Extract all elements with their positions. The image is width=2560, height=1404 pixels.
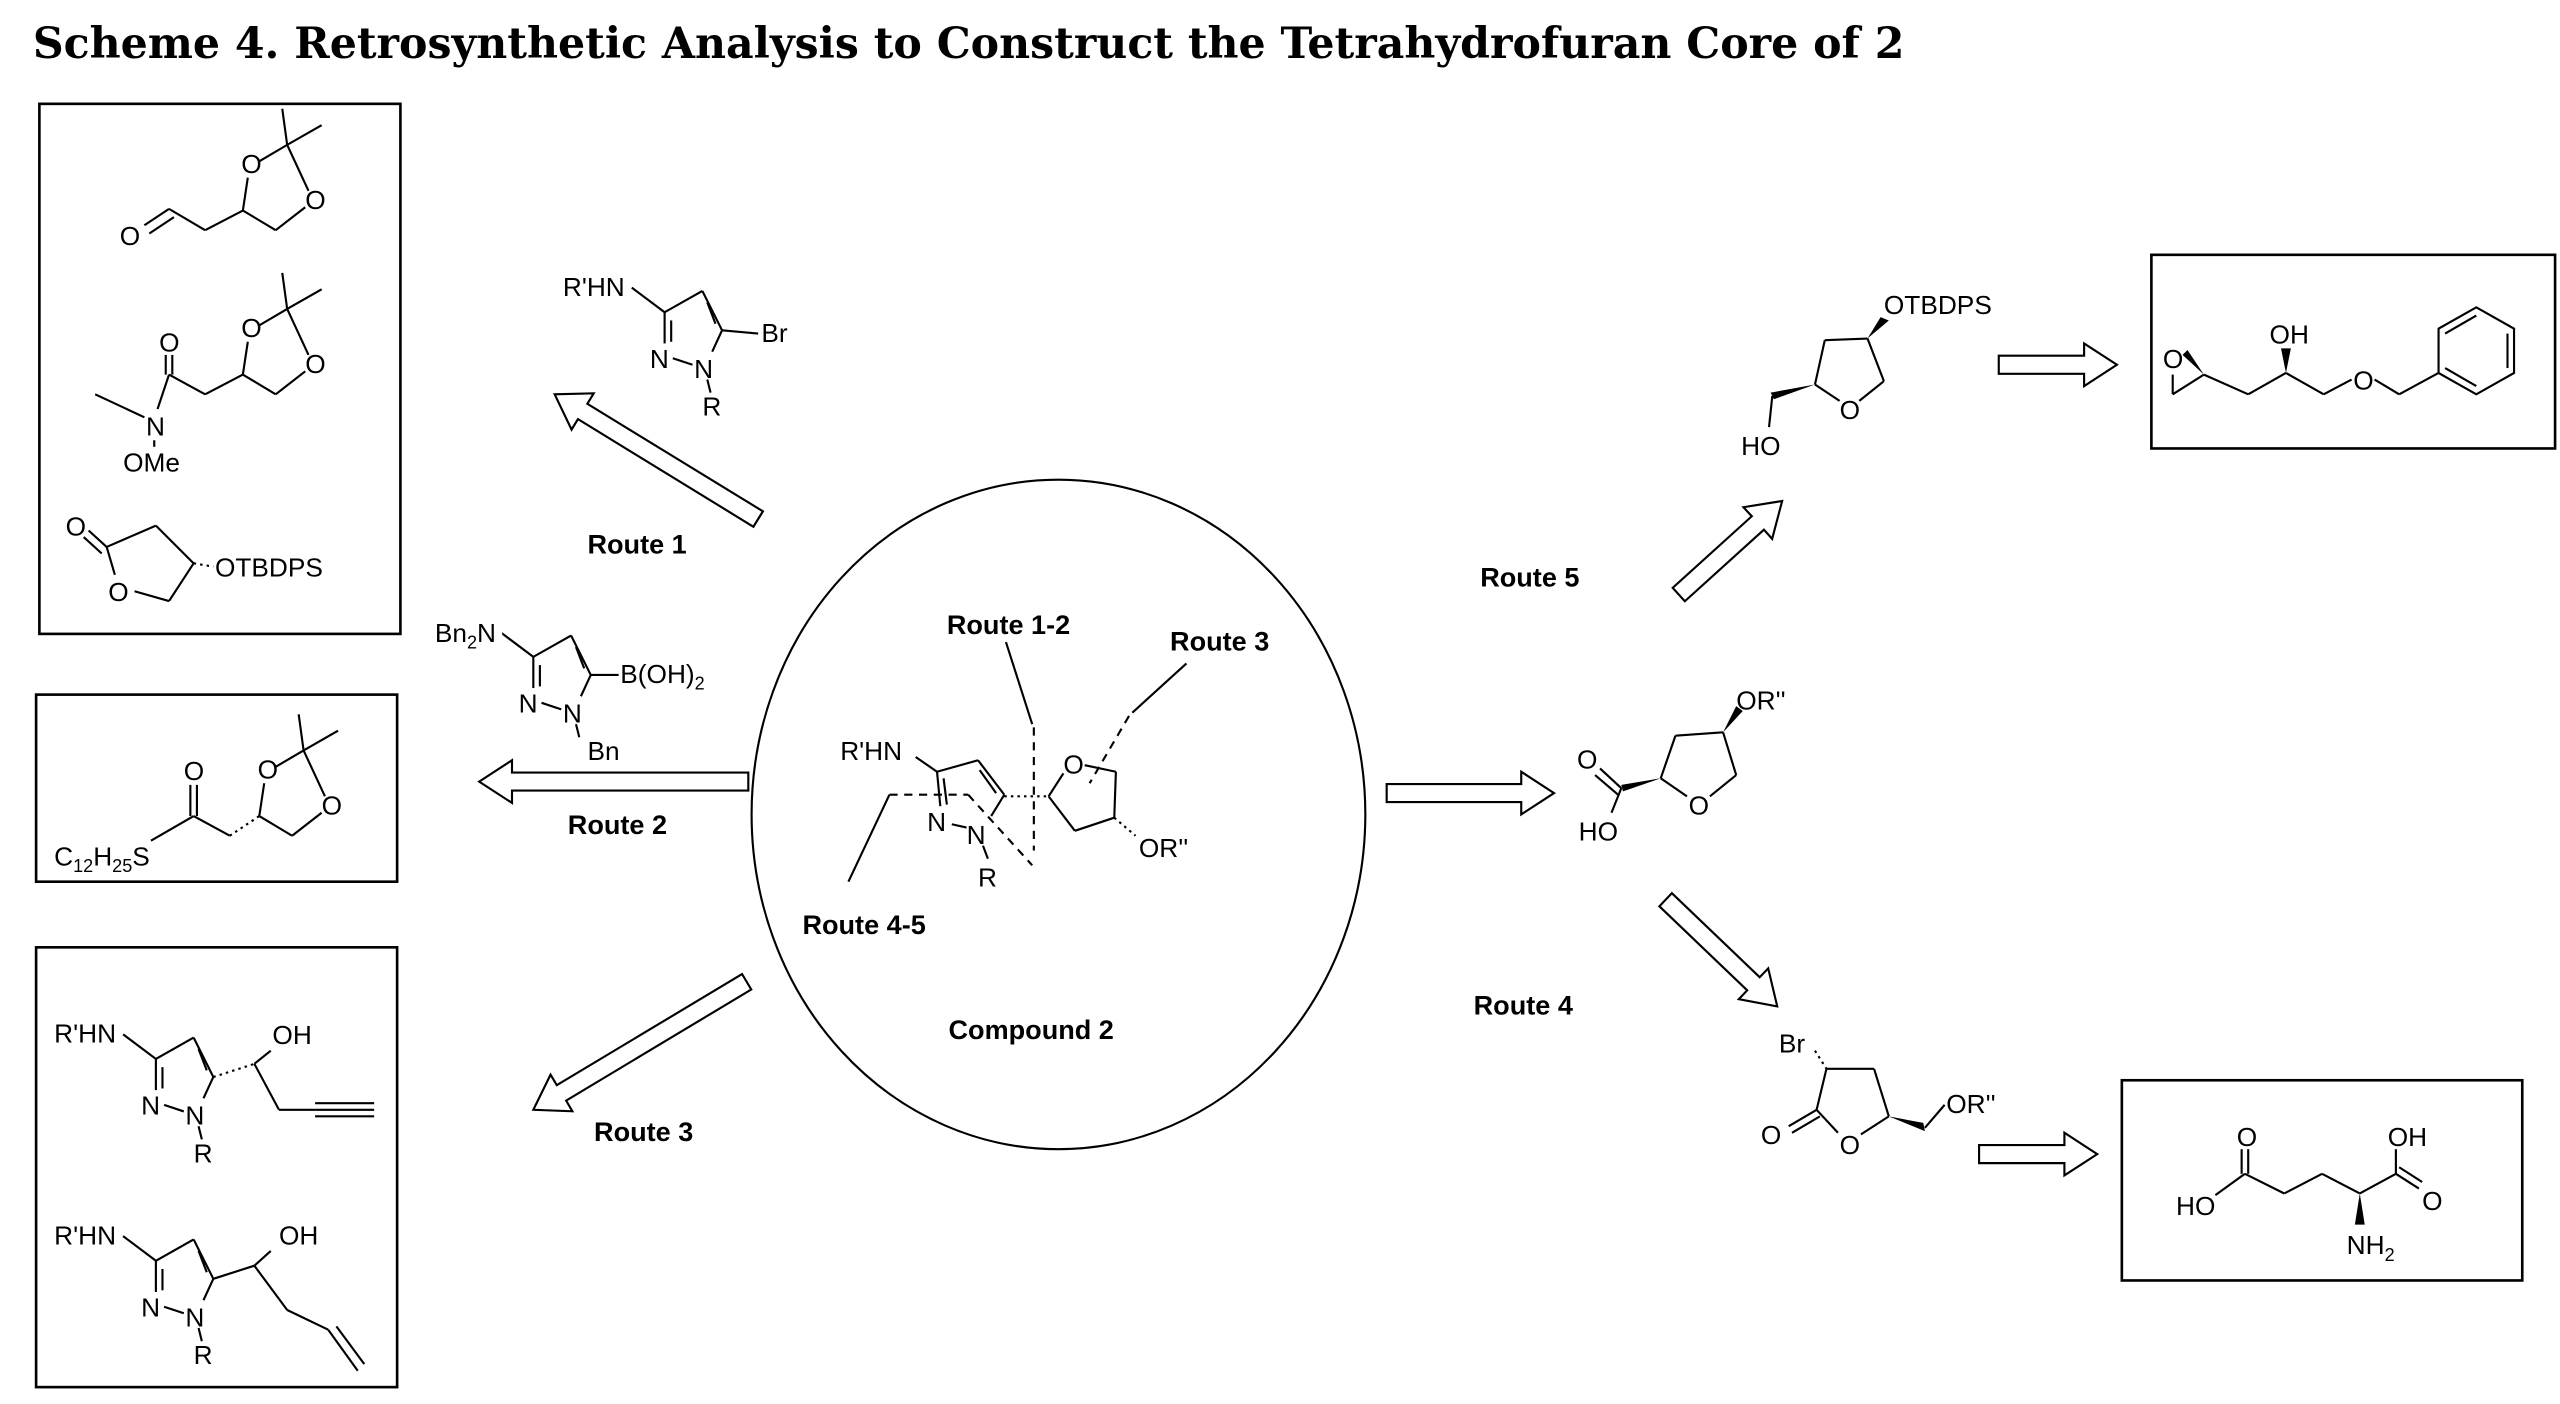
- route-2-arrow: [477, 758, 750, 805]
- bn2n-label: Bn2N: [435, 618, 496, 653]
- atom-label: R: [702, 392, 721, 422]
- atom-label: O: [66, 511, 86, 541]
- atom-label: O: [241, 149, 261, 179]
- disconnection-route-1-2: Route 1-2: [947, 609, 1070, 640]
- route-5-label: Route 5: [1480, 561, 1579, 592]
- atom-label: OH: [2270, 319, 2309, 349]
- atom-label: O: [120, 221, 140, 251]
- atom-label: O: [1577, 744, 1597, 774]
- route-4-label: Route 4: [1474, 990, 1573, 1021]
- compound-2-circle: Route 1-2 Route 3 R'HN N N R O OR'' Rout…: [750, 478, 1367, 1151]
- atom-label: O: [1840, 395, 1860, 425]
- starting-materials-box-c: R'HN N N R OH R'HN N N R OH: [34, 946, 399, 1389]
- bromo-pyrazole: R'HN N N R Br: [563, 272, 788, 422]
- lactone-otbdps: O O OTBDPS: [66, 511, 323, 607]
- atom-label: OH: [272, 1020, 311, 1050]
- atom-label: HO: [1741, 431, 1780, 461]
- atom-label: O: [2163, 344, 2183, 374]
- glutamic-acid-box: HO O NH2 OH O: [2120, 1078, 2524, 1282]
- bromo-lactone: Br O O OR'': [1761, 1028, 1996, 1160]
- atom-label: O: [1063, 749, 1083, 779]
- route-4-arrow: [1657, 891, 1779, 1008]
- atom-label: N: [141, 1091, 160, 1121]
- starting-materials-box-a: O O O O O O N OMe: [38, 102, 402, 636]
- starting-materials-box-b: C12H25S O O O: [34, 693, 399, 884]
- aldehyde-dioxolane: O O O: [120, 107, 326, 251]
- atom-label: N: [650, 344, 669, 374]
- atom-label: O: [1840, 1130, 1860, 1160]
- atom-label: O: [1761, 1120, 1781, 1150]
- pyrazole-alkyne: R'HN N N R OH: [54, 1019, 375, 1168]
- retrosynthetic-arrows: [477, 341, 2119, 1178]
- nh2-label: NH2: [2347, 1230, 2395, 1265]
- boronic-acid-label: B(OH)2: [620, 659, 704, 694]
- atom-label: R: [194, 1340, 213, 1370]
- atom-label: Bn: [587, 736, 619, 766]
- atom-label: N: [967, 820, 986, 850]
- atom-label: O: [305, 185, 325, 215]
- atom-label: R'HN: [840, 736, 902, 766]
- atom-label: O: [2422, 1186, 2442, 1216]
- atom-label: Br: [761, 318, 788, 348]
- route-2-label: Route 2: [568, 809, 667, 840]
- scheme-title: Scheme 4. Retrosynthetic Analysis to Con…: [33, 19, 1905, 69]
- thf-carboxylic-acid: OR'' O O HO: [1577, 685, 1786, 846]
- atom-label: R: [978, 863, 997, 893]
- thf-otbdps-alcohol: OTBDPS O HO: [1741, 290, 1992, 461]
- atom-label: R'HN: [563, 272, 625, 302]
- atom-label: HO: [1579, 817, 1618, 847]
- route-3-arrow: [531, 972, 753, 1113]
- atom-label: O: [184, 756, 204, 786]
- atom-label: O: [1689, 790, 1709, 820]
- lactone-to-glutamic-arrow: [1978, 1130, 2100, 1178]
- atom-label: HO: [2176, 1191, 2215, 1221]
- atom-label: O: [305, 349, 325, 379]
- atom-label: O: [2237, 1122, 2257, 1152]
- atom-label: N: [185, 1302, 204, 1332]
- route-3-label: Route 3: [594, 1116, 693, 1147]
- epoxide-benzyl-ether-box: O OH O: [2150, 253, 2557, 450]
- atom-label: OR'': [1946, 1089, 1995, 1119]
- atom-label: N: [563, 699, 582, 729]
- route-1-label: Route 1: [587, 528, 686, 559]
- atom-label: R'HN: [54, 1019, 116, 1049]
- boronic-acid-pyrazole: Bn2N N N Bn B(OH)2: [426, 617, 705, 766]
- atom-label: OH: [279, 1220, 318, 1250]
- atom-label: O: [2353, 365, 2373, 395]
- atom-label: OR'': [1139, 833, 1188, 863]
- benzene-ring: [2437, 306, 2516, 396]
- thf-to-epoxide-arrow: [1997, 341, 2119, 389]
- disconnection-route-3: Route 3: [1170, 625, 1269, 656]
- atom-label: O: [241, 313, 261, 343]
- atom-label: OMe: [123, 447, 180, 477]
- atom-label: N: [519, 689, 538, 719]
- atom-label: N: [146, 411, 165, 441]
- atom-label: OR'': [1736, 685, 1785, 715]
- atom-label: OTBDPS: [1884, 290, 1992, 320]
- compound-2-label: Compound 2: [949, 1014, 1114, 1045]
- atom-label: OTBDPS: [215, 552, 323, 582]
- atom-label: R'HN: [54, 1220, 116, 1250]
- atom-label: O: [159, 328, 179, 358]
- thioester-formula: C12H25S: [54, 841, 150, 876]
- atom-label: OH: [2388, 1122, 2427, 1152]
- atom-label: O: [322, 790, 342, 820]
- atom-label: N: [927, 807, 946, 837]
- atom-label: O: [108, 577, 128, 607]
- atom-label: N: [694, 354, 713, 384]
- atom-label: Br: [1779, 1028, 1806, 1058]
- disconnection-route-4-5: Route 4-5: [802, 909, 925, 940]
- atom-label: N: [141, 1293, 160, 1323]
- atom-label: N: [185, 1101, 204, 1131]
- atom-label: R: [194, 1138, 213, 1168]
- atom-label: O: [258, 754, 278, 784]
- pyrazole-alkene: R'HN N N R OH: [54, 1220, 366, 1372]
- weinreb-amide-dioxolane: O O O N OMe: [94, 271, 326, 477]
- route-5-arrow: [1671, 499, 1784, 603]
- route-1-arrow: [552, 392, 765, 529]
- center-to-acid-arrow: [1385, 769, 1557, 817]
